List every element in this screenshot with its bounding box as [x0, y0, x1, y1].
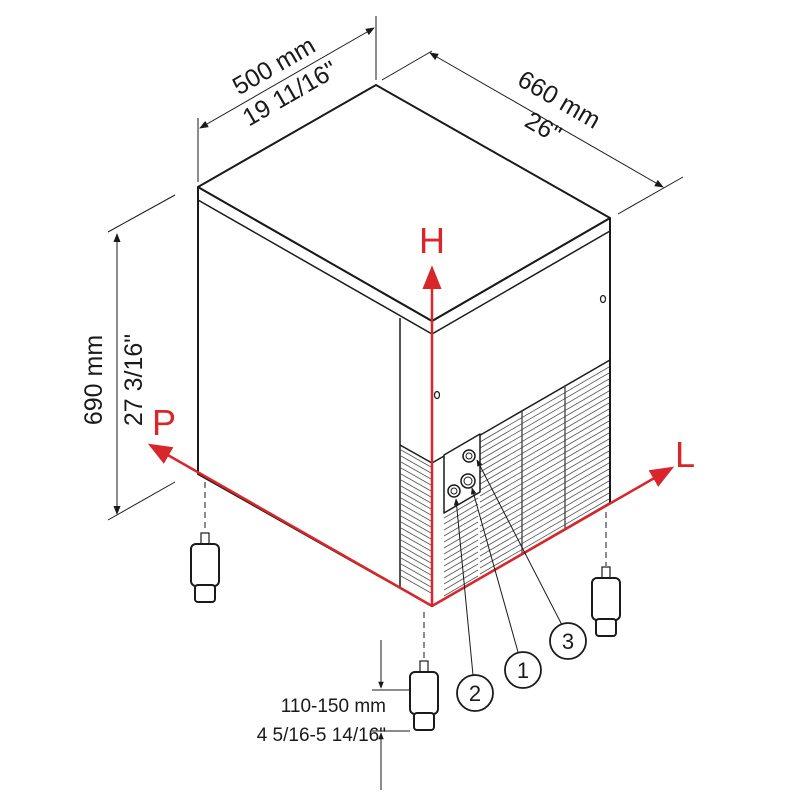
axis-l-label: L [675, 434, 695, 475]
water-inlet-fitting [462, 449, 476, 463]
feet-imperial-label: 4 5/16-5 14/16" [257, 725, 386, 746]
callout-2: 2 [453, 498, 494, 712]
screw [599, 294, 607, 304]
axis-h-label: H [419, 220, 445, 261]
axis-p-label: P [152, 402, 176, 443]
dimension-height: 690 mm 27 3/16" [80, 194, 176, 521]
left-grille-top-edge [399, 444, 433, 464]
callout-2-label: 2 [469, 681, 481, 706]
callout-1: 1 [471, 487, 542, 689]
height-imperial-label: 27 3/16" [120, 334, 148, 426]
feet-metric-label: 110-150 mm [281, 696, 386, 717]
axis-p-arrow [147, 443, 433, 608]
height-metric-label: 690 mm [80, 335, 108, 425]
foot-right [591, 512, 621, 637]
callout-3-label: 3 [562, 629, 574, 654]
right-grille [443, 366, 610, 597]
foot-left [190, 482, 220, 603]
axes: H P L [147, 220, 695, 608]
axis-l-arrow [431, 466, 675, 608]
left-grille [400, 449, 432, 594]
callout-1-label: 1 [517, 658, 529, 683]
drain-fitting [460, 473, 476, 489]
drain-fitting-small [447, 484, 461, 498]
cabinet [197, 84, 611, 607]
callout-3: 3 [476, 459, 587, 660]
screw [433, 390, 441, 400]
dimension-feet: 110-150 mm 4 5/16-5 14/16" [257, 640, 410, 790]
foot-center [409, 612, 439, 731]
